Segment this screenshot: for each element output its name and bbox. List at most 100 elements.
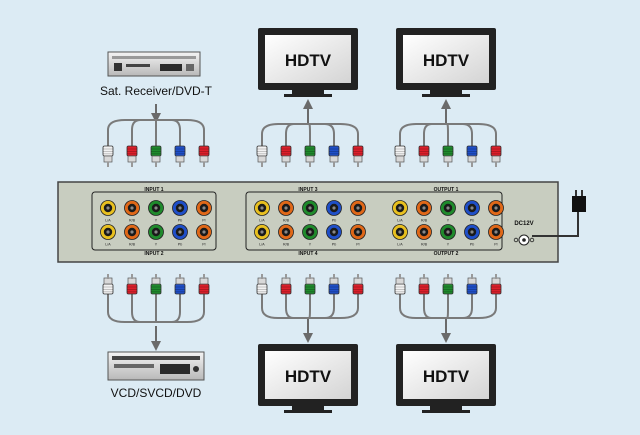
rca-jack-input1-0 xyxy=(100,200,116,216)
cable-input2 xyxy=(156,294,181,323)
jack-label-input4-1: R/B xyxy=(283,243,290,247)
rca-plug-output1b-2 xyxy=(442,145,454,167)
output1-label: OUTPUT 1 xyxy=(434,187,459,193)
rca-plug-input1-2 xyxy=(150,145,162,167)
input3-label: INPUT 3 xyxy=(298,187,317,193)
cable-layer xyxy=(107,119,497,323)
cable-output1b xyxy=(399,123,446,146)
jack-label-input4-0: L/A xyxy=(259,243,265,247)
cable-output2a xyxy=(285,294,308,319)
rca-plug-output2a-0 xyxy=(256,274,268,295)
input1-label: INPUT 1 xyxy=(144,187,163,193)
power-adapter xyxy=(532,190,586,237)
cable-input1 xyxy=(107,119,156,146)
rca-jack-output2-2 xyxy=(440,224,456,240)
rca-plug-output1a-4 xyxy=(352,145,364,167)
rca-jack-input3-4 xyxy=(350,200,366,216)
rca-jack-input4-1 xyxy=(278,224,294,240)
top-source-label: Sat. Receiver/DVD-T xyxy=(100,84,213,98)
cable-output1a xyxy=(308,123,359,146)
jack-label-input3-4: Pr xyxy=(356,219,360,223)
rca-plug-output1a-3 xyxy=(328,145,340,167)
jack-label-input4-3: Pb xyxy=(332,243,336,247)
jack-label-input2-3: Pb xyxy=(178,243,182,247)
jack-label-input1-3: Pb xyxy=(178,219,182,223)
jack-label-output2-4: Pr xyxy=(494,243,498,247)
rca-plug-output2a-2 xyxy=(304,274,316,295)
rca-plug-output1b-0 xyxy=(394,145,406,167)
jack-label-output2-0: L/A xyxy=(397,243,403,247)
rca-jack-input3-3 xyxy=(326,200,342,216)
rca-jack-input4-3 xyxy=(326,224,342,240)
input-group-1-2 xyxy=(91,191,217,251)
rca-jack-input2-4 xyxy=(196,224,212,240)
cable-output1b xyxy=(446,123,449,146)
rca-plug-input2-1 xyxy=(126,274,138,295)
jack-label-input1-2: Y xyxy=(155,219,158,223)
rca-plug-output2b-1 xyxy=(418,274,430,295)
bottom-source-label: VCD/SVCD/DVD xyxy=(111,386,202,400)
rca-plug-output1b-4 xyxy=(490,145,502,167)
rca-jack-output1-0 xyxy=(392,200,408,216)
jack-label-output2-3: Pb xyxy=(470,243,474,247)
input4-label: INPUT 4 xyxy=(298,251,317,257)
output2-label: OUTPUT 2 xyxy=(434,251,459,257)
hdtv-output-2a: HDTV xyxy=(258,344,358,413)
satellite-receiver-device xyxy=(107,51,201,77)
hdtv-output-2b: HDTV xyxy=(396,344,496,413)
rca-jack-output1-4 xyxy=(488,200,504,216)
rca-plug-output2b-0 xyxy=(394,274,406,295)
cable-output1a xyxy=(285,123,308,146)
cable-input2 xyxy=(131,294,156,323)
tv-label: HDTV xyxy=(423,51,470,70)
rca-plug-output1b-1 xyxy=(418,145,430,167)
jack-label-input3-2: Y xyxy=(309,219,312,223)
cable-input2 xyxy=(107,294,156,323)
rca-jack-input3-0 xyxy=(254,200,270,216)
jack-label-input2-4: Pr xyxy=(202,243,206,247)
cable-input1 xyxy=(131,119,156,146)
rca-plug-input1-0 xyxy=(102,145,114,167)
jack-label-input2-2: Y xyxy=(155,243,158,247)
rca-plug-input2-2 xyxy=(150,274,162,295)
cable-output2a xyxy=(308,294,359,319)
input2-label: INPUT 2 xyxy=(144,251,163,257)
jack-label-input3-0: L/A xyxy=(259,219,265,223)
rca-jack-input2-2 xyxy=(148,224,164,240)
cable-input1 xyxy=(156,119,205,146)
jack-label-input4-4: Pr xyxy=(356,243,360,247)
rca-plug-output2b-3 xyxy=(466,274,478,295)
cable-input1 xyxy=(156,119,181,146)
rca-plug-output2a-1 xyxy=(280,274,292,295)
jack-label-input1-0: L/A xyxy=(105,219,111,223)
switcher-panel: INPUT 1 INPUT 2 INPUT 3 INPUT 4 OUTPUT 1… xyxy=(57,181,559,263)
cable-output1a xyxy=(308,123,335,146)
rca-jack-input1-2 xyxy=(148,200,164,216)
rca-jack-output1-3 xyxy=(464,200,480,216)
jack-label-output1-1: R/B xyxy=(421,219,428,223)
rca-jack-input1-3 xyxy=(172,200,188,216)
rca-jack-output1-2 xyxy=(440,200,456,216)
rca-jack-output2-0 xyxy=(392,224,408,240)
jack-label-input1-1: R/B xyxy=(129,219,136,223)
jack-label-output1-2: Y xyxy=(447,219,450,223)
rca-plug-output1a-0 xyxy=(256,145,268,167)
rca-jack-input4-0 xyxy=(254,224,270,240)
jack-label-output2-2: Y xyxy=(447,243,450,247)
jack-label-input1-4: Pr xyxy=(202,219,206,223)
rca-plug-output1a-1 xyxy=(280,145,292,167)
rca-jack-input4-2 xyxy=(302,224,318,240)
cable-output2b xyxy=(399,294,446,319)
tv-label: HDTV xyxy=(285,367,332,386)
rca-plug-output1b-3 xyxy=(466,145,478,167)
dc12v-label: DC12V xyxy=(514,221,533,227)
cable-input2 xyxy=(156,294,205,323)
rca-jack-output2-3 xyxy=(464,224,480,240)
rca-jack-input2-3 xyxy=(172,224,188,240)
cable-output1a xyxy=(308,123,311,146)
rca-jack-output1-1 xyxy=(416,200,432,216)
cable-output1b xyxy=(446,123,473,146)
rca-jack-input2-0 xyxy=(100,224,116,240)
rca-jack-input2-1 xyxy=(124,224,140,240)
